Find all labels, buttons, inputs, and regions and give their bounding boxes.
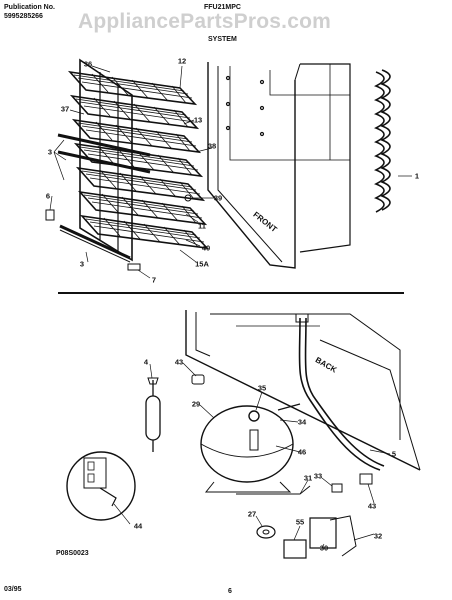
callout-4: 4 — [143, 357, 149, 367]
callout-27: 27 — [247, 509, 257, 519]
page-number: 6 — [228, 588, 232, 595]
callout-7: 7 — [151, 275, 157, 285]
callout-6: 6 — [45, 191, 51, 201]
evaporator-coil — [374, 69, 391, 213]
freezer-cabinet — [207, 62, 351, 269]
publication-label: Publication No. — [4, 4, 55, 11]
callout-12: 12 — [177, 56, 187, 66]
callout-3-upper: 3 — [47, 147, 53, 157]
callout-32: 32 — [373, 531, 383, 541]
callout-5: 5 — [391, 449, 397, 459]
basket-stack — [45, 58, 208, 271]
callout-39: 39 — [213, 193, 223, 203]
callout-13: 13 — [193, 115, 203, 125]
callout-46: 46 — [297, 447, 307, 457]
callout-3-lower: 3 — [79, 259, 85, 269]
model-number: FFU21MPC — [204, 4, 241, 11]
outlet-inset — [66, 451, 136, 521]
callout-29: 29 — [191, 399, 201, 409]
section-title: SYSTEM — [208, 36, 237, 43]
compressor — [200, 403, 311, 495]
callout-33: 33 — [313, 471, 323, 481]
callout-43-upper: 43 — [174, 357, 184, 367]
callout-36: 36 — [83, 59, 93, 69]
callout-43-lower: 43 — [367, 501, 377, 511]
footer-date: 03/95 — [4, 586, 22, 593]
callout-30: 30 — [319, 543, 329, 553]
callout-44: 44 — [133, 521, 143, 531]
compressor-compartment — [185, 310, 421, 471]
callout-34: 34 — [297, 417, 307, 427]
callout-1: 1 — [414, 171, 420, 181]
callout-37: 37 — [60, 104, 70, 114]
callout-38: 38 — [207, 141, 217, 151]
callout-35: 35 — [257, 383, 267, 393]
callout-15a: 15A — [195, 259, 209, 269]
callout-11: 11 — [198, 221, 206, 231]
callout-40: 40 — [201, 243, 211, 253]
callout-31: 31 — [303, 473, 313, 483]
publication-number: 5995285266 — [4, 13, 43, 20]
filter-drier — [145, 377, 161, 452]
grommet — [256, 525, 276, 539]
figure-code: P08S0023 — [56, 550, 89, 557]
callout-55: 55 — [295, 517, 305, 527]
watermark-text: AppliancePartsPros.com — [78, 10, 331, 33]
